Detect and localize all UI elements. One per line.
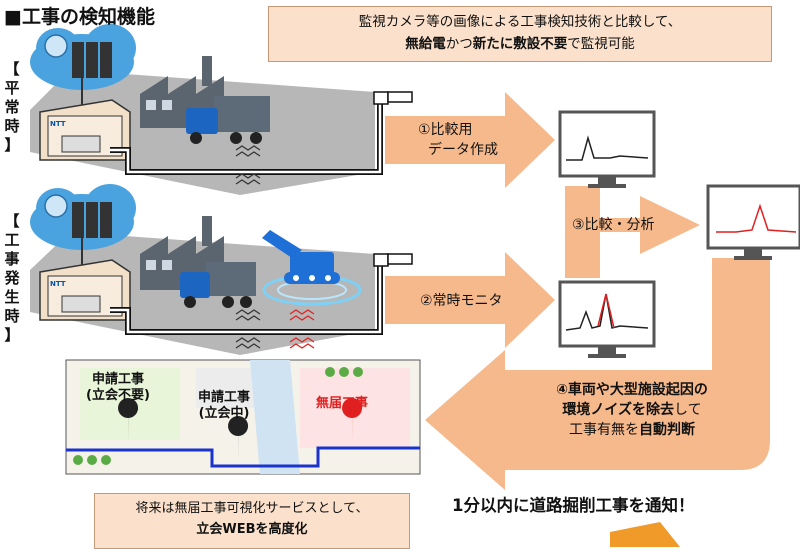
monitor-analysis: [706, 184, 800, 260]
arrow-step2: [385, 252, 555, 348]
arrow-step4: [425, 258, 770, 490]
ntt-label-construction: NTT: [50, 280, 66, 288]
top-callout-line2: 無給電かつ新たに敷設不要で監視可能: [405, 36, 635, 52]
pin-unauthorized-icon: [342, 398, 363, 444]
page-title: ■工事の検知機能: [4, 6, 155, 28]
brain-icon: [44, 34, 68, 58]
excavator-icon: [290, 252, 334, 274]
map-label-approved: 申請工事 (立会不要): [86, 372, 150, 403]
step4-label: ④車両や大型施設起因の 環境ノイズを除去して 工事有無を自動判断: [556, 382, 708, 438]
top-callout-line1: 監視カメラ等の画像による工事検知技術と比較して、: [358, 14, 682, 30]
monitor-live: [558, 280, 656, 358]
construction-scene: [30, 184, 413, 355]
arrow-step3: [565, 186, 700, 278]
map-label-witnessing: 申請工事 (立会中): [198, 390, 251, 421]
step3-label: ③比較・分析: [572, 217, 655, 233]
monitor-reference: [558, 110, 656, 188]
flow-arrows: [385, 92, 770, 547]
pin-witnessing-icon: [228, 416, 249, 462]
top-callout: 監視カメラ等の画像による工事検知技術と比較して、 無給電かつ新たに敷設不要で監視…: [268, 6, 772, 62]
map-label-unauthorized: 無届工事: [316, 396, 369, 411]
bottom-callout: 将来は無届工事可視化サービスとして、 立会WEBを高度化: [94, 493, 410, 549]
step2-label: ②常時モニタ: [420, 293, 503, 309]
arrow-step1: [385, 92, 555, 188]
notify-headline: 1分以内に道路掘削工事を通知！: [452, 496, 695, 515]
pin-approved-icon: [118, 398, 139, 444]
normal-scene: [30, 24, 413, 195]
ntt-label-normal: NTT: [50, 120, 66, 128]
construction-map: [65, 359, 421, 475]
row-label-construction: 【 工 事 発 生 時 】: [4, 212, 20, 344]
row-label-normal: 【 平 常 時 】: [4, 60, 20, 154]
arrow-tail: [610, 522, 680, 547]
step1-label: ①比較用 データ作成: [418, 122, 498, 158]
